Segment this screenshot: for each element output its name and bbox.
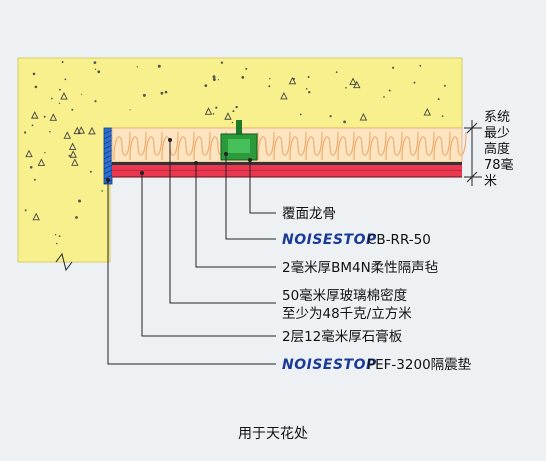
brand-logo-1: NOISESTOP — [282, 232, 377, 248]
resilient-channel — [220, 133, 258, 161]
pad-hatch — [103, 129, 113, 185]
height-dimension — [464, 120, 482, 186]
label-isolation-pad: PEF-3200隔震垫 — [367, 357, 472, 373]
break-mark — [55, 252, 73, 272]
side-note-line-2: 最少 — [484, 126, 510, 141]
label-membrane: 2毫米厚BM4N柔性隔声毡 — [282, 259, 438, 276]
label-channel-model: CB-RR-50 — [367, 232, 431, 248]
label-gypsum: 2层12毫米厚石膏板 — [282, 328, 403, 345]
caption: 用于天花处 — [238, 426, 308, 442]
label-glass-wool-1: 50毫米厚玻璃棉密度 — [282, 287, 407, 304]
label-glass-wool-2: 至少为48千克/立方米 — [282, 306, 412, 322]
channel-inner — [228, 139, 250, 153]
gypsum-board-2 — [112, 171, 462, 177]
label-furring-channel: 覆面龙骨 — [282, 206, 336, 222]
acoustic-membrane — [112, 162, 462, 165]
leader-lines — [107, 140, 276, 365]
side-note-line-5: 米 — [484, 174, 497, 189]
gypsum-board-1 — [112, 165, 462, 171]
side-note-line-1: 系统 — [484, 110, 510, 125]
leader-dots — [106, 138, 252, 182]
brand-logo-2: NOISESTOP — [282, 357, 377, 373]
side-note-line-4: 78毫 — [484, 157, 514, 173]
concrete-aggregate — [24, 61, 446, 245]
hanger-rod — [236, 120, 242, 136]
side-note-line-3: 高度 — [484, 141, 510, 157]
